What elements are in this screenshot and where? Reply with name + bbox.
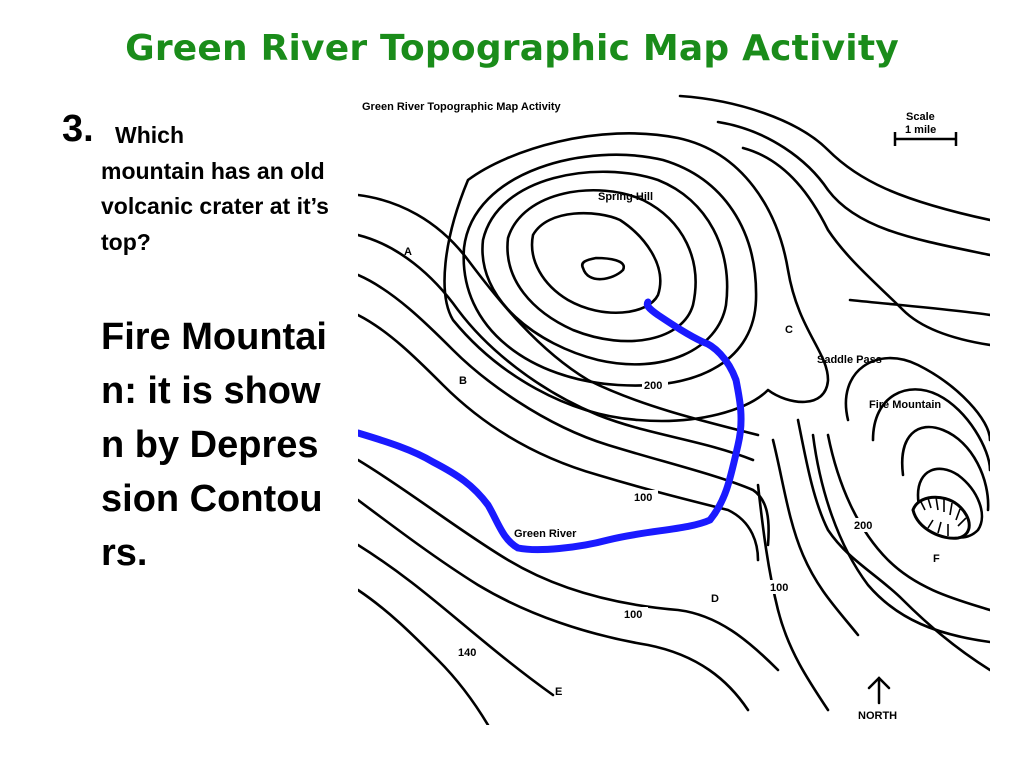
contour-line [443,132,830,423]
contour-line [358,458,780,672]
elevation-label: 140 [458,647,476,659]
point-b-label: B [459,375,467,387]
contour-line [530,211,662,315]
elevation-label: 200 [854,520,872,532]
spring-hill-label: Spring Hill [598,191,653,203]
green-river-line [358,298,745,554]
contour-line [848,298,990,317]
contour-line [900,425,990,512]
elevation-labels: 200 100 200 100 100 140 [456,378,878,659]
contour-line [358,313,760,562]
slide-title: Green River Topographic Map Activity [125,28,899,69]
answer-text: Fire Mountain: it is shown by Depression… [101,316,327,574]
north-arrow-icon [867,676,891,705]
point-d-label: D [711,593,719,605]
elevation-label: 100 [770,582,788,594]
green-river-label: Green River [514,528,577,540]
scale-bar [893,132,958,146]
contour-line [358,588,490,725]
contour-line [358,543,555,697]
contour-line [871,388,990,472]
contour-line [844,356,990,442]
contour-line [358,498,750,712]
fire-mountain-label: Fire Mountain [869,399,941,411]
contour-line [811,433,990,644]
contour-line [826,433,990,612]
question-rest: mountain has an old volcanic crater at i… [101,157,329,255]
elevation-label: 200 [644,380,662,392]
point-a-label: A [404,246,412,258]
map-title: Green River Topographic Map Activity [362,101,562,113]
contour-line [358,273,770,547]
topographic-map: Green River Topographic Map Activity Sca… [358,90,990,725]
map-drawing: Green River Topographic Map Activity Sca… [358,94,990,725]
question-first-word: Which [115,122,184,148]
contour-line [481,170,729,366]
crater-depression [911,495,971,540]
contour-line [462,153,758,387]
contour-line [580,256,626,281]
contour-line [741,146,990,347]
contour-line [506,189,697,343]
scale-value: 1 mile [905,124,936,136]
contour-line [358,193,760,437]
contour-line [771,438,860,637]
scale-label: Scale [906,111,935,123]
contour-line [358,233,755,462]
point-e-label: E [555,686,562,698]
point-c-label: C [785,324,793,336]
saddle-pass-label: Saddle Pass [817,354,882,366]
point-f-label: F [933,553,940,565]
elevation-label: 100 [634,492,652,504]
elevation-label: 100 [624,609,642,621]
north-label: NORTH [858,710,897,722]
contour-line [756,483,830,712]
contour-line [796,418,990,672]
contour-line [678,94,990,222]
question-text: Which mountain has an old volcanic crater… [101,118,341,261]
contour-lines [358,94,990,725]
contour-line [716,120,990,257]
question-number: 3. [62,108,94,150]
